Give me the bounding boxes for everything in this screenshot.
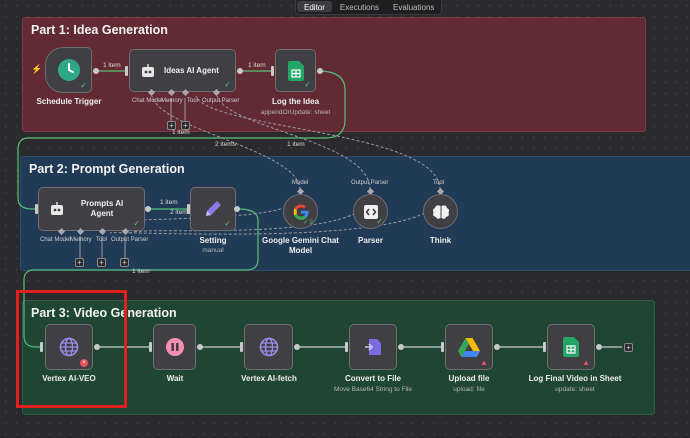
log-the-idea-label: Log the Idea bbox=[255, 97, 336, 107]
wait-node[interactable] bbox=[153, 324, 196, 370]
prompts-ai-agent-label: Prompts AI Agent bbox=[73, 199, 131, 219]
sub-target-tool-label: Tool bbox=[433, 180, 444, 186]
vertex-ai-fetch-node[interactable] bbox=[244, 324, 293, 370]
setting-label: Setting bbox=[183, 236, 243, 246]
input-port[interactable] bbox=[543, 342, 546, 352]
output-port[interactable] bbox=[145, 206, 151, 212]
robot-icon bbox=[49, 201, 65, 217]
output-port[interactable] bbox=[494, 344, 500, 350]
sub-port-label-output-parser: Output Parser bbox=[202, 98, 239, 104]
wait-label: Wait bbox=[150, 374, 200, 384]
add-node-button[interactable]: + bbox=[624, 343, 633, 352]
add-memory-button[interactable]: + bbox=[75, 258, 84, 267]
input-port[interactable] bbox=[125, 66, 128, 76]
sub-target-model-label: Model bbox=[292, 180, 308, 186]
ideas-ai-agent-node[interactable]: Ideas AI Agent ✓ bbox=[129, 49, 236, 92]
file-convert-icon bbox=[363, 337, 383, 357]
schedule-trigger-node[interactable]: ✓ bbox=[45, 47, 92, 93]
success-check-icon: ✓ bbox=[224, 219, 231, 228]
sub-port-label-memory: Memory bbox=[161, 98, 183, 104]
google-sheets-icon bbox=[288, 61, 304, 81]
success-check-icon: ✓ bbox=[224, 80, 231, 89]
editor-tab-bar: Editor Executions Evaluations bbox=[295, 0, 442, 15]
lightning-icon: ⚡ bbox=[31, 64, 42, 75]
sticky-part-2-title: Part 2: Prompt Generation bbox=[29, 162, 185, 176]
schedule-trigger-label: Schedule Trigger bbox=[30, 97, 108, 107]
sub-port-label-chat-model: Chat Model bbox=[132, 98, 163, 104]
log-final-video-node[interactable]: ▲ bbox=[547, 324, 595, 370]
edge-label-prompts-setting: 1 item bbox=[160, 199, 178, 206]
sub-port-label-tool: Tool bbox=[96, 237, 107, 243]
output-port[interactable] bbox=[294, 344, 300, 350]
google-drive-icon bbox=[458, 338, 480, 357]
setting-subtitle: manual bbox=[183, 247, 243, 254]
log-the-idea-subtitle: appendOrUpdate: sheet bbox=[250, 109, 341, 116]
output-port[interactable] bbox=[93, 68, 99, 74]
parser-label: Parser bbox=[345, 236, 396, 246]
think-label: Think bbox=[420, 236, 461, 246]
edge-label-setting-part3: 1 item bbox=[132, 268, 150, 275]
upload-file-node[interactable]: ▲ bbox=[445, 324, 493, 370]
warning-icon: ▲ bbox=[582, 358, 590, 367]
convert-to-file-label: Convert to File bbox=[330, 374, 416, 384]
success-check-icon: ✓ bbox=[80, 81, 87, 90]
pencil-icon bbox=[202, 198, 224, 220]
clock-icon bbox=[57, 58, 81, 82]
edge-label-trigger-ideas: 1 item bbox=[103, 62, 121, 69]
google-icon bbox=[292, 203, 310, 221]
output-port[interactable] bbox=[596, 344, 602, 350]
sub-port-label-output-parser: Output Parser bbox=[111, 237, 148, 243]
output-port[interactable] bbox=[317, 68, 323, 74]
sub-port-label-tool: Tool bbox=[187, 98, 198, 104]
sub-target-output-parser-label: Output Parser bbox=[351, 180, 388, 186]
success-check-icon: ✓ bbox=[133, 219, 140, 228]
output-port[interactable] bbox=[234, 206, 240, 212]
upload-file-subtitle: upload: file bbox=[430, 386, 508, 393]
brain-icon bbox=[432, 204, 450, 220]
log-the-idea-node[interactable]: ✓ bbox=[275, 49, 316, 92]
google-gemini-node[interactable]: ✓ 2 bbox=[283, 194, 318, 229]
edge-label-part1-part2: 1 item bbox=[172, 129, 190, 136]
sticky-part-1-title: Part 1: Idea Generation bbox=[31, 23, 168, 37]
think-node[interactable] bbox=[423, 194, 458, 229]
warning-icon: ▲ bbox=[480, 358, 488, 367]
vertex-ai-fetch-label: Vertex AI-fetch bbox=[230, 374, 308, 384]
tab-executions[interactable]: Executions bbox=[333, 0, 386, 14]
robot-icon bbox=[140, 63, 156, 79]
google-gemini-label: Google Gemini Chat Model bbox=[258, 236, 343, 256]
output-port[interactable] bbox=[197, 344, 203, 350]
add-output-parser-button[interactable]: + bbox=[120, 258, 129, 267]
setting-node[interactable]: ✓ bbox=[190, 187, 236, 231]
upload-file-label: Upload file bbox=[430, 374, 508, 384]
sub-port-label-chat-model: Chat Model bbox=[40, 237, 71, 243]
run-count-badge: ✓ 2 bbox=[303, 219, 313, 226]
google-sheets-icon bbox=[563, 337, 579, 357]
convert-to-file-node[interactable] bbox=[349, 324, 397, 370]
globe-icon bbox=[259, 337, 279, 357]
parser-node[interactable]: ✓ bbox=[353, 194, 388, 229]
prompts-ai-agent-node[interactable]: Prompts AI Agent ✓ bbox=[38, 187, 145, 231]
sub-port-label-memory: Memory bbox=[70, 237, 92, 243]
edge-label-ideas-log: 1 item bbox=[248, 62, 266, 69]
input-port[interactable] bbox=[149, 342, 152, 352]
add-tool-button[interactable]: + bbox=[97, 258, 106, 267]
success-check-icon: ✓ bbox=[304, 80, 311, 89]
edge-label-parser-ideas: 1 item bbox=[287, 141, 305, 148]
tab-editor[interactable]: Editor bbox=[297, 1, 332, 12]
log-final-video-label: Log Final Video in Sheet bbox=[520, 374, 630, 384]
input-port[interactable] bbox=[271, 66, 274, 76]
highlight-annotation bbox=[16, 290, 127, 408]
input-port[interactable] bbox=[441, 342, 444, 352]
log-final-video-subtitle: update: sheet bbox=[535, 386, 615, 393]
edge-label-gemini-ideas: 2 items bbox=[215, 141, 236, 148]
pause-icon bbox=[165, 337, 185, 357]
tab-evaluations[interactable]: Evaluations bbox=[386, 0, 441, 14]
output-port[interactable] bbox=[237, 68, 243, 74]
convert-to-file-subtitle: Move Base64 String to File bbox=[318, 386, 428, 393]
input-port[interactable] bbox=[345, 342, 348, 352]
input-port[interactable] bbox=[240, 342, 243, 352]
output-port[interactable] bbox=[398, 344, 404, 350]
ideas-ai-agent-label: Ideas AI Agent bbox=[164, 66, 219, 76]
success-check-icon: ✓ bbox=[376, 217, 383, 226]
